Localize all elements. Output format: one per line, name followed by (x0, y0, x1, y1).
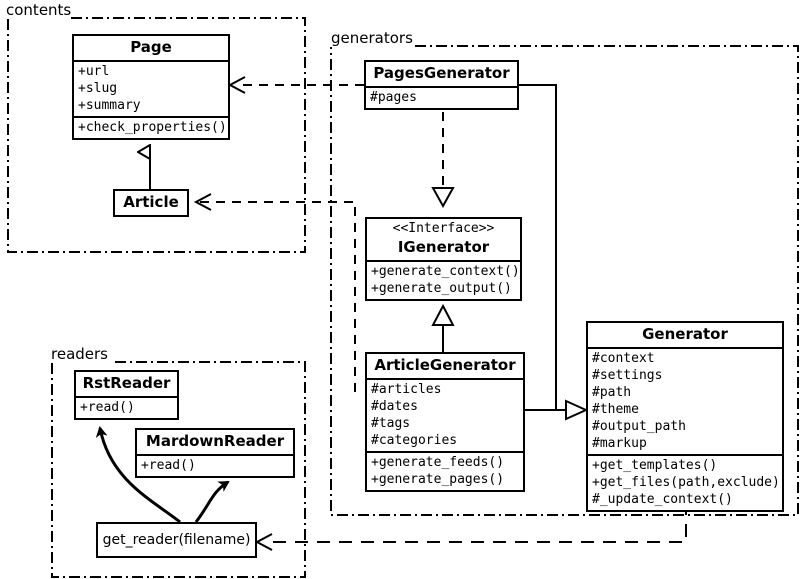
method-check-properties: +check_properties() (78, 120, 227, 135)
class-page-name: Page (130, 38, 172, 56)
package-border-generators (330, 45, 799, 516)
method-get-files: +get_files(path,exclude) (592, 475, 780, 490)
relation-articlegenerator-to-article (193, 193, 356, 392)
method-get-templates: +get_templates() (592, 458, 718, 473)
method-generate-context: +generate_context() (371, 264, 520, 279)
package-label-generators: generators (331, 29, 413, 47)
class-box-generator[interactable]: Generator #context #settings #path #them… (586, 321, 784, 512)
class-generator-header: Generator (588, 323, 782, 347)
class-pages-generator-name: PagesGenerator (373, 64, 510, 82)
class-article-generator-methods: +generate_feeds() +generate_pages() (367, 451, 523, 490)
class-box-mardown-reader[interactable]: MardownReader +read() (135, 428, 295, 478)
class-igenerator-methods: +generate_context() +generate_output() (367, 260, 520, 299)
method-generate-pages: +generate_pages() (371, 472, 505, 487)
method-generate-output: +generate_output() (371, 281, 512, 296)
class-generator-attributes: #context #settings #path #theme #output_… (588, 347, 782, 454)
function-box-get-reader[interactable]: get_reader(filename) (96, 522, 257, 558)
relation-articlegenerator-to-igenerator (431, 303, 455, 352)
class-box-article-generator[interactable]: ArticleGenerator #articles #dates #tags … (365, 352, 525, 492)
class-article-generator-name: ArticleGenerator (374, 356, 516, 374)
attribute-articles: #articles (371, 382, 442, 397)
class-box-igenerator[interactable]: <<Interface>> IGenerator +generate_conte… (365, 217, 522, 301)
relation-pagesgenerator-to-igenerator (431, 112, 455, 209)
method-generate-feeds: +generate_feeds() (371, 455, 505, 470)
attribute-categories: #categories (371, 433, 458, 448)
class-rst-reader-methods: +read() (76, 396, 177, 418)
class-box-rst-reader[interactable]: RstReader +read() (74, 370, 179, 420)
class-igenerator-name: IGenerator (397, 238, 490, 256)
attribute-slug: +slug (78, 81, 118, 96)
class-mardown-reader-methods: +read() (137, 454, 293, 476)
function-get-reader-label: get_reader(filename) (102, 532, 251, 548)
attribute-settings: #settings (592, 368, 663, 383)
class-pages-generator-attributes: #pages (366, 86, 517, 108)
class-pages-generator-header: PagesGenerator (366, 62, 517, 86)
class-mardown-reader-header: MardownReader (137, 430, 293, 454)
attribute-url: +url (78, 64, 110, 79)
class-box-page[interactable]: Page +url +slug +summary +check_properti… (72, 34, 230, 140)
package-label-contents: contents (6, 1, 72, 19)
attribute-context: #context (592, 351, 655, 366)
attribute-path: #path (592, 385, 632, 400)
relation-generators-to-generator (519, 84, 589, 421)
attribute-output-path: #output_path (592, 419, 686, 434)
class-generator-methods: +get_templates() +get_files(path,exclude… (588, 454, 782, 510)
attribute-theme: #theme (592, 402, 639, 417)
package-border-contents (7, 17, 306, 253)
relation-get-reader-to-rstreader (95, 426, 181, 524)
class-rst-reader-header: RstReader (76, 372, 177, 396)
package-label-readers: readers (51, 345, 108, 363)
class-article-generator-header: ArticleGenerator (367, 354, 523, 378)
class-igenerator-header: <<Interface>> IGenerator (367, 219, 520, 260)
class-rst-reader-name: RstReader (82, 374, 171, 392)
class-article-header: Article (115, 191, 187, 215)
class-igenerator-stereotype: <<Interface>> (392, 221, 495, 236)
relation-generator-to-get-reader (254, 502, 687, 551)
relation-get-reader-to-mardownreader (194, 480, 230, 523)
attribute-markup: #markup (592, 436, 647, 451)
class-article-generator-attributes: #articles #dates #tags #categories (367, 378, 523, 451)
class-box-article[interactable]: Article (113, 189, 189, 217)
class-box-pages-generator[interactable]: PagesGenerator #pages (364, 60, 519, 110)
class-generator-name: Generator (642, 325, 728, 343)
method-rst-read: +read() (80, 400, 135, 415)
method-update-context: #_update_context() (592, 492, 733, 507)
class-mardown-reader-name: MardownReader (145, 432, 285, 450)
class-page-header: Page (74, 36, 228, 60)
class-page-attributes: +url +slug +summary (74, 60, 228, 116)
attribute-summary: +summary (78, 98, 141, 113)
relation-pagesgenerator-to-page (227, 76, 364, 94)
class-page-methods: +check_properties() (74, 116, 228, 138)
attribute-tags: #tags (371, 416, 411, 431)
package-border-readers (51, 361, 306, 578)
attribute-pages: #pages (370, 90, 417, 105)
class-article-name: Article (123, 193, 179, 211)
attribute-dates: #dates (371, 399, 418, 414)
method-mardown-read: +read() (141, 458, 196, 473)
